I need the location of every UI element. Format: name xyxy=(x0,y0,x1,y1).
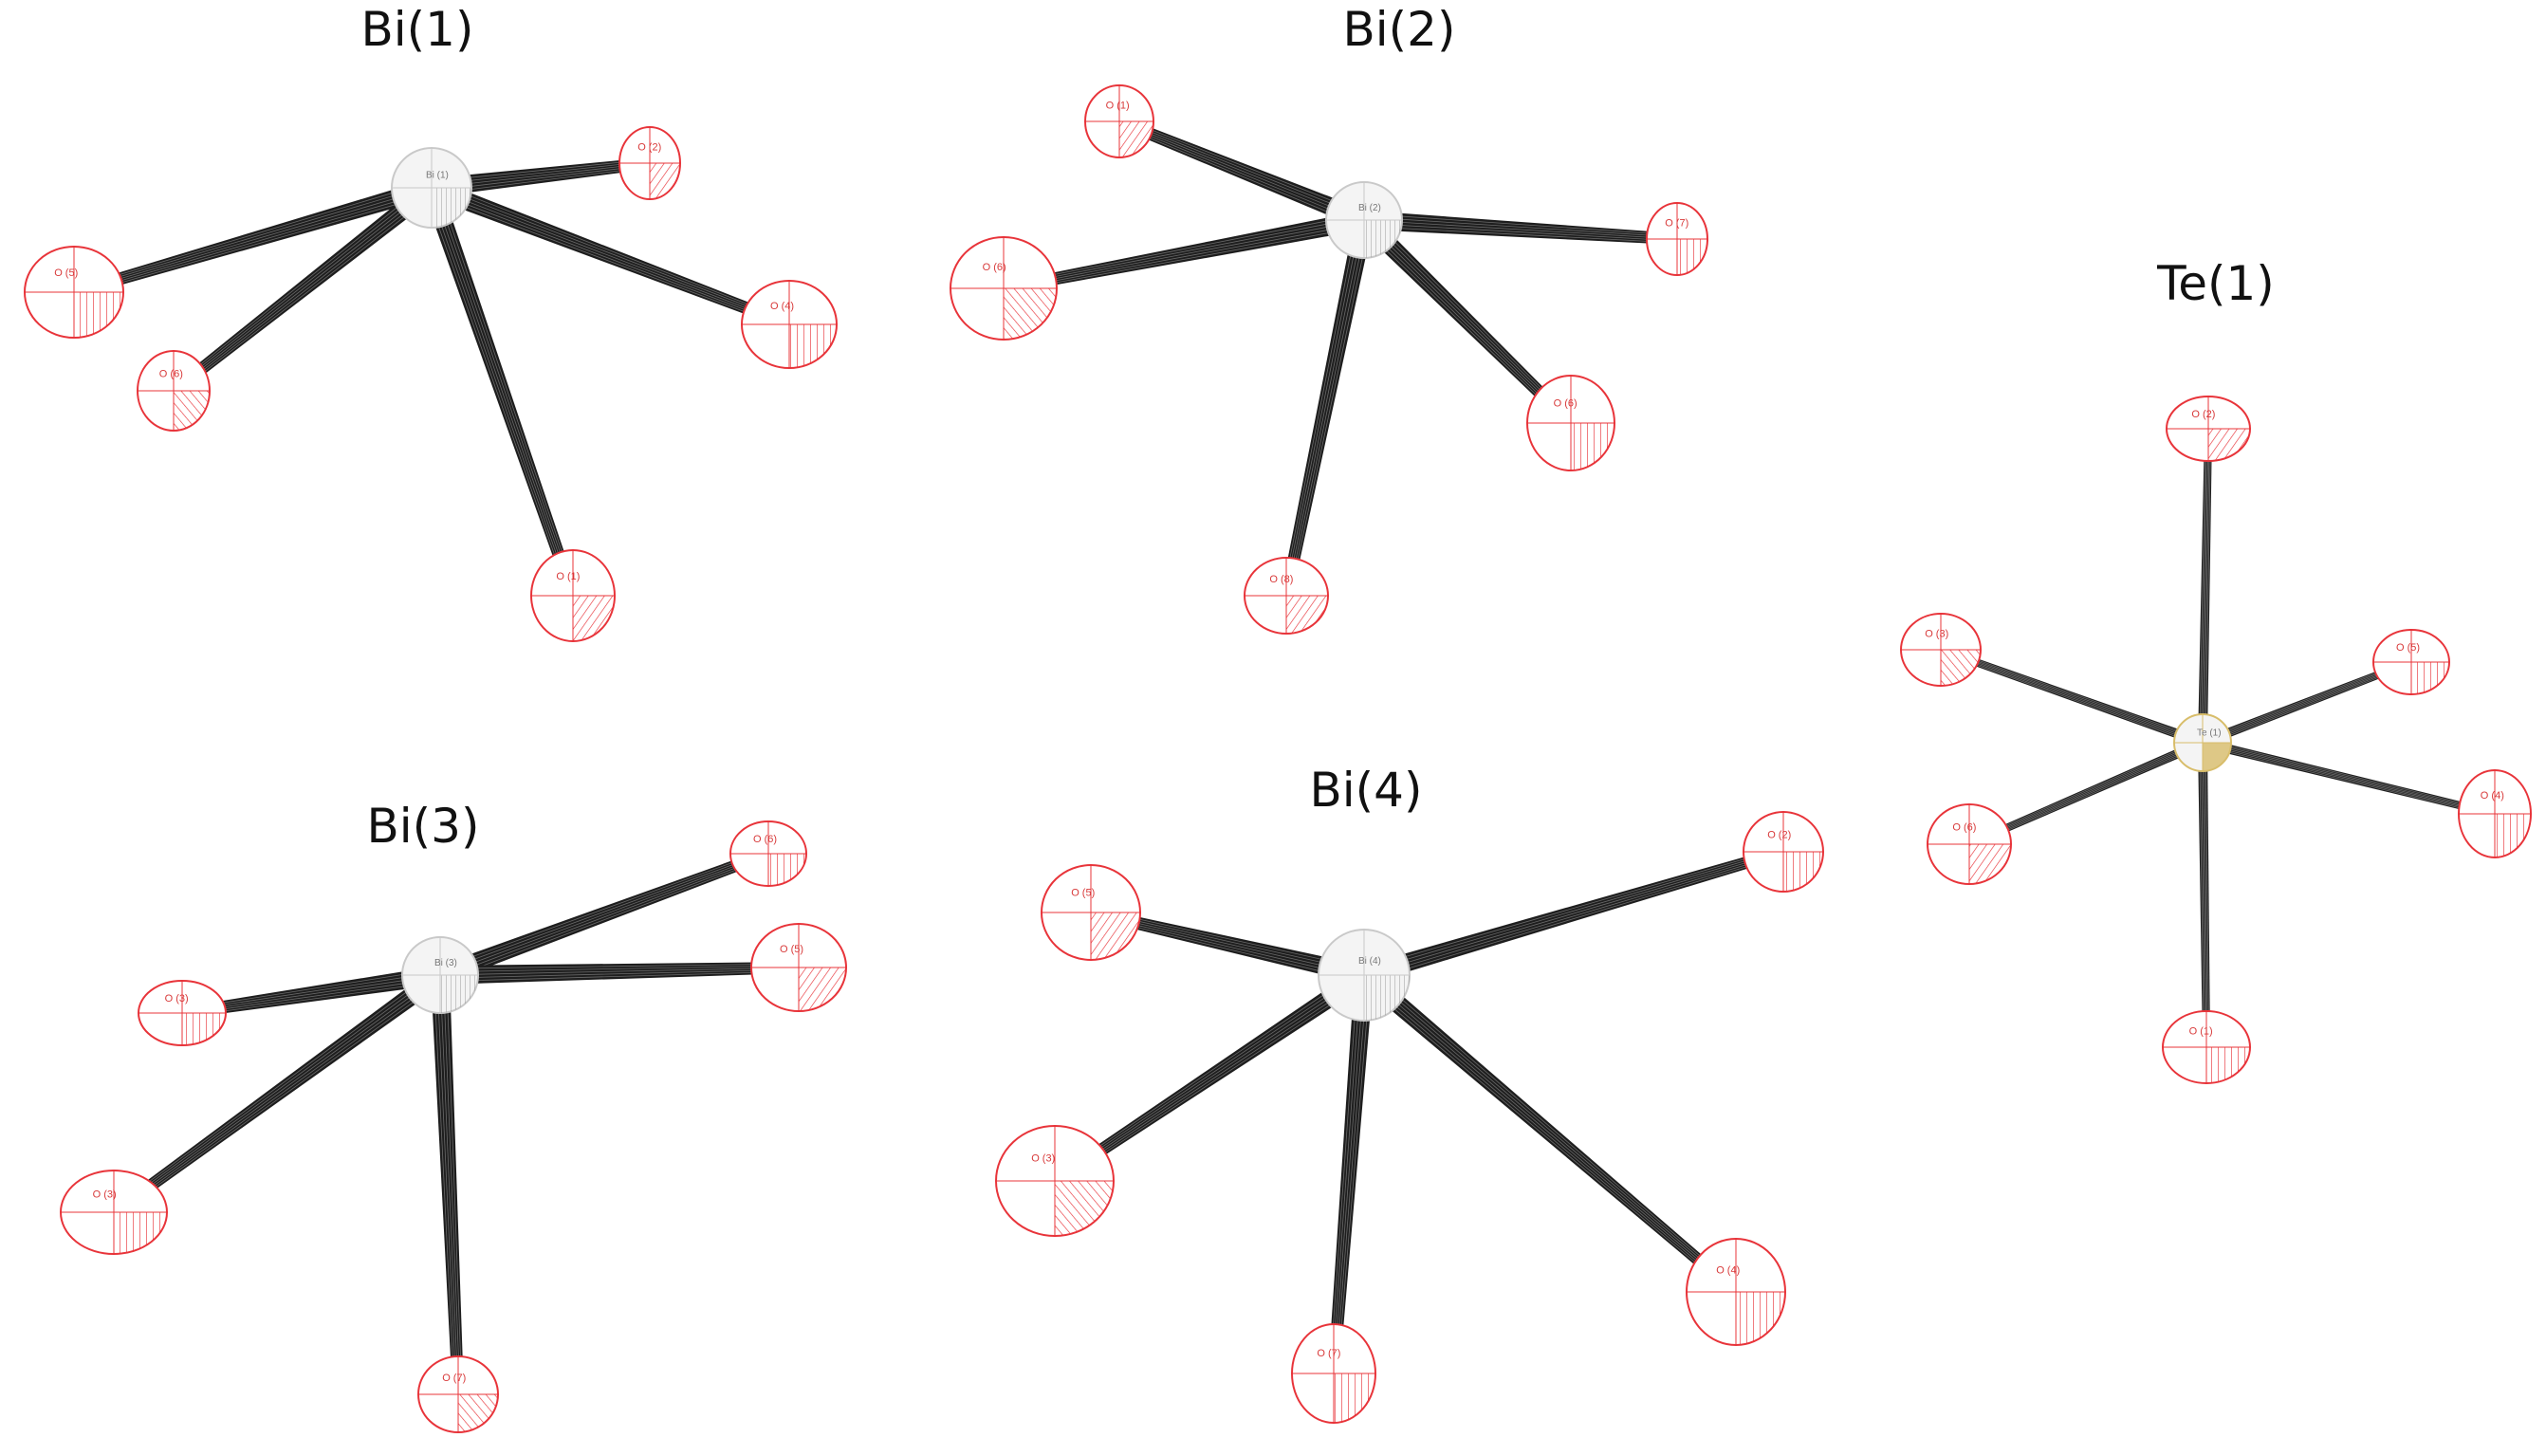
metal-label: Te (1) xyxy=(2197,728,2222,739)
bond xyxy=(1281,217,1374,598)
bond xyxy=(1357,968,1740,1297)
oxygen-label: O (6) xyxy=(983,262,1006,273)
oxygen-label: O (6) xyxy=(159,368,183,379)
oxygen-label: O (5) xyxy=(780,944,803,955)
bond xyxy=(1361,846,1785,985)
oxygen-label: O (5) xyxy=(54,267,78,279)
bond xyxy=(431,974,464,1395)
oxygen-atom: O (4) xyxy=(1686,1238,1786,1346)
bond xyxy=(1939,646,2205,747)
oxygen-label: O (6) xyxy=(753,834,777,845)
bond xyxy=(2201,738,2496,818)
oxygen-atom: O (3) xyxy=(995,1125,1115,1237)
bond xyxy=(1051,967,1370,1186)
oxygen-label: O (4) xyxy=(1716,1264,1740,1276)
oxygen-label: O (4) xyxy=(2481,790,2504,802)
bond xyxy=(2198,428,2212,744)
oxygen-label: O (5) xyxy=(2396,642,2420,654)
oxygen-label: O (2) xyxy=(2191,409,2215,420)
oxygen-atom: O (7) xyxy=(1646,202,1708,276)
oxygen-atom: O (1) xyxy=(1084,84,1154,158)
site-title: Bi(3) xyxy=(366,799,479,854)
site-title: Bi(4) xyxy=(1309,763,1422,818)
oxygen-atom: O (6) xyxy=(1927,803,2012,885)
metal-label: Bi (1) xyxy=(426,171,449,181)
bond xyxy=(72,178,434,298)
oxygen-atom: O (5) xyxy=(2372,629,2450,695)
oxygen-atom: O (6) xyxy=(729,820,807,887)
oxygen-atom: O (5) xyxy=(24,246,124,339)
bismuth-atom: Bi (1) xyxy=(391,147,472,229)
oxygen-atom: O (7) xyxy=(417,1355,499,1433)
oxygen-atom: O (8) xyxy=(1244,557,1329,635)
oxygen-label: O (2) xyxy=(1767,829,1791,840)
oxygen-atom: O (6) xyxy=(137,350,211,432)
oxygen-atom: O (2) xyxy=(618,126,681,200)
oxygen-label: O (3) xyxy=(165,993,189,1004)
oxygen-label: O (6) xyxy=(1554,398,1577,410)
oxygen-label: O (6) xyxy=(1952,821,1976,833)
bond xyxy=(1328,974,1374,1374)
oxygen-atom: O (4) xyxy=(741,280,838,369)
oxygen-label: O (3) xyxy=(1925,629,1948,640)
bond xyxy=(439,962,800,985)
oxygen-atom: O (7) xyxy=(1291,1323,1376,1424)
oxygen-label: O (4) xyxy=(770,301,794,312)
bond xyxy=(1002,211,1366,294)
tellurium-atom: Te (1) xyxy=(2173,713,2232,772)
oxygen-label: O (7) xyxy=(1665,218,1688,230)
oxygen-label: O (1) xyxy=(556,571,580,582)
bond xyxy=(1116,116,1368,230)
oxygen-atom: O (2) xyxy=(2166,396,2251,462)
bond xyxy=(428,178,792,330)
site-bi4: Bi(4) O (2) O (5) O (3) O (7) O (4) Bi (4) xyxy=(995,763,1824,1424)
oxygen-label: O (3) xyxy=(93,1189,117,1201)
bismuth-atom: Bi (4) xyxy=(1318,929,1411,1022)
site-te1: Te(1) O (2) O (3) O (5) O (6) O (4) O (1) Te (1… xyxy=(1900,256,2532,1084)
oxygen-label: O (5) xyxy=(1071,888,1095,899)
oxygen-label: O (1) xyxy=(2189,1026,2213,1038)
site-title: Te(1) xyxy=(2156,256,2275,311)
oxygen-label: O (1) xyxy=(1106,101,1130,112)
metal-label: Bi (2) xyxy=(1358,203,1381,213)
oxygen-atom: O (1) xyxy=(2162,1010,2251,1084)
oxygen-atom: O (5) xyxy=(1041,864,1141,961)
oxygen-label: O (7) xyxy=(442,1373,466,1384)
metal-label: Bi (3) xyxy=(434,958,457,968)
oxygen-label: O (2) xyxy=(637,142,661,154)
bismuth-atom: Bi (3) xyxy=(401,936,479,1014)
site-bi1: Bi(1) O (2) O (5) O (6) O (4) O (1) Bi (1) xyxy=(24,2,838,642)
site-bi3: Bi(3) O (6) O (5) O (3) O (3) O (7) Bi (3) xyxy=(60,799,847,1433)
bond xyxy=(170,180,438,396)
site-bi2: Bi(2) O (1) O (6) O (7) O (6) O (8) Bi (2) xyxy=(950,2,1708,635)
oxygen-label: O (3) xyxy=(1031,1153,1055,1165)
oxygen-atom: O (3) xyxy=(60,1170,168,1255)
site-title: Bi(2) xyxy=(1342,2,1455,57)
oxygen-atom: O (3) xyxy=(138,980,227,1046)
oxygen-label: O (8) xyxy=(1269,574,1293,585)
bond xyxy=(1356,212,1576,428)
site-title: Bi(1) xyxy=(360,2,473,57)
metal-label: Bi (4) xyxy=(1358,956,1381,967)
oxygen-atom: O (4) xyxy=(2458,769,2532,858)
oxygen-atom: O (6) xyxy=(1526,375,1615,471)
oxygen-atom: O (5) xyxy=(750,923,847,1012)
bond xyxy=(110,967,446,1217)
oxygen-atom: O (3) xyxy=(1900,613,1982,687)
bismuth-atom: Bi (2) xyxy=(1325,181,1403,259)
oxygen-atom: O (2) xyxy=(1743,811,1824,893)
oxygen-label: O (7) xyxy=(1317,1348,1340,1359)
oxygen-atom: O (6) xyxy=(950,236,1058,341)
bond xyxy=(422,184,579,598)
bond xyxy=(1363,211,1678,245)
bond xyxy=(2198,742,2210,1048)
bond xyxy=(436,848,771,985)
oxygen-atom: O (1) xyxy=(530,549,616,642)
